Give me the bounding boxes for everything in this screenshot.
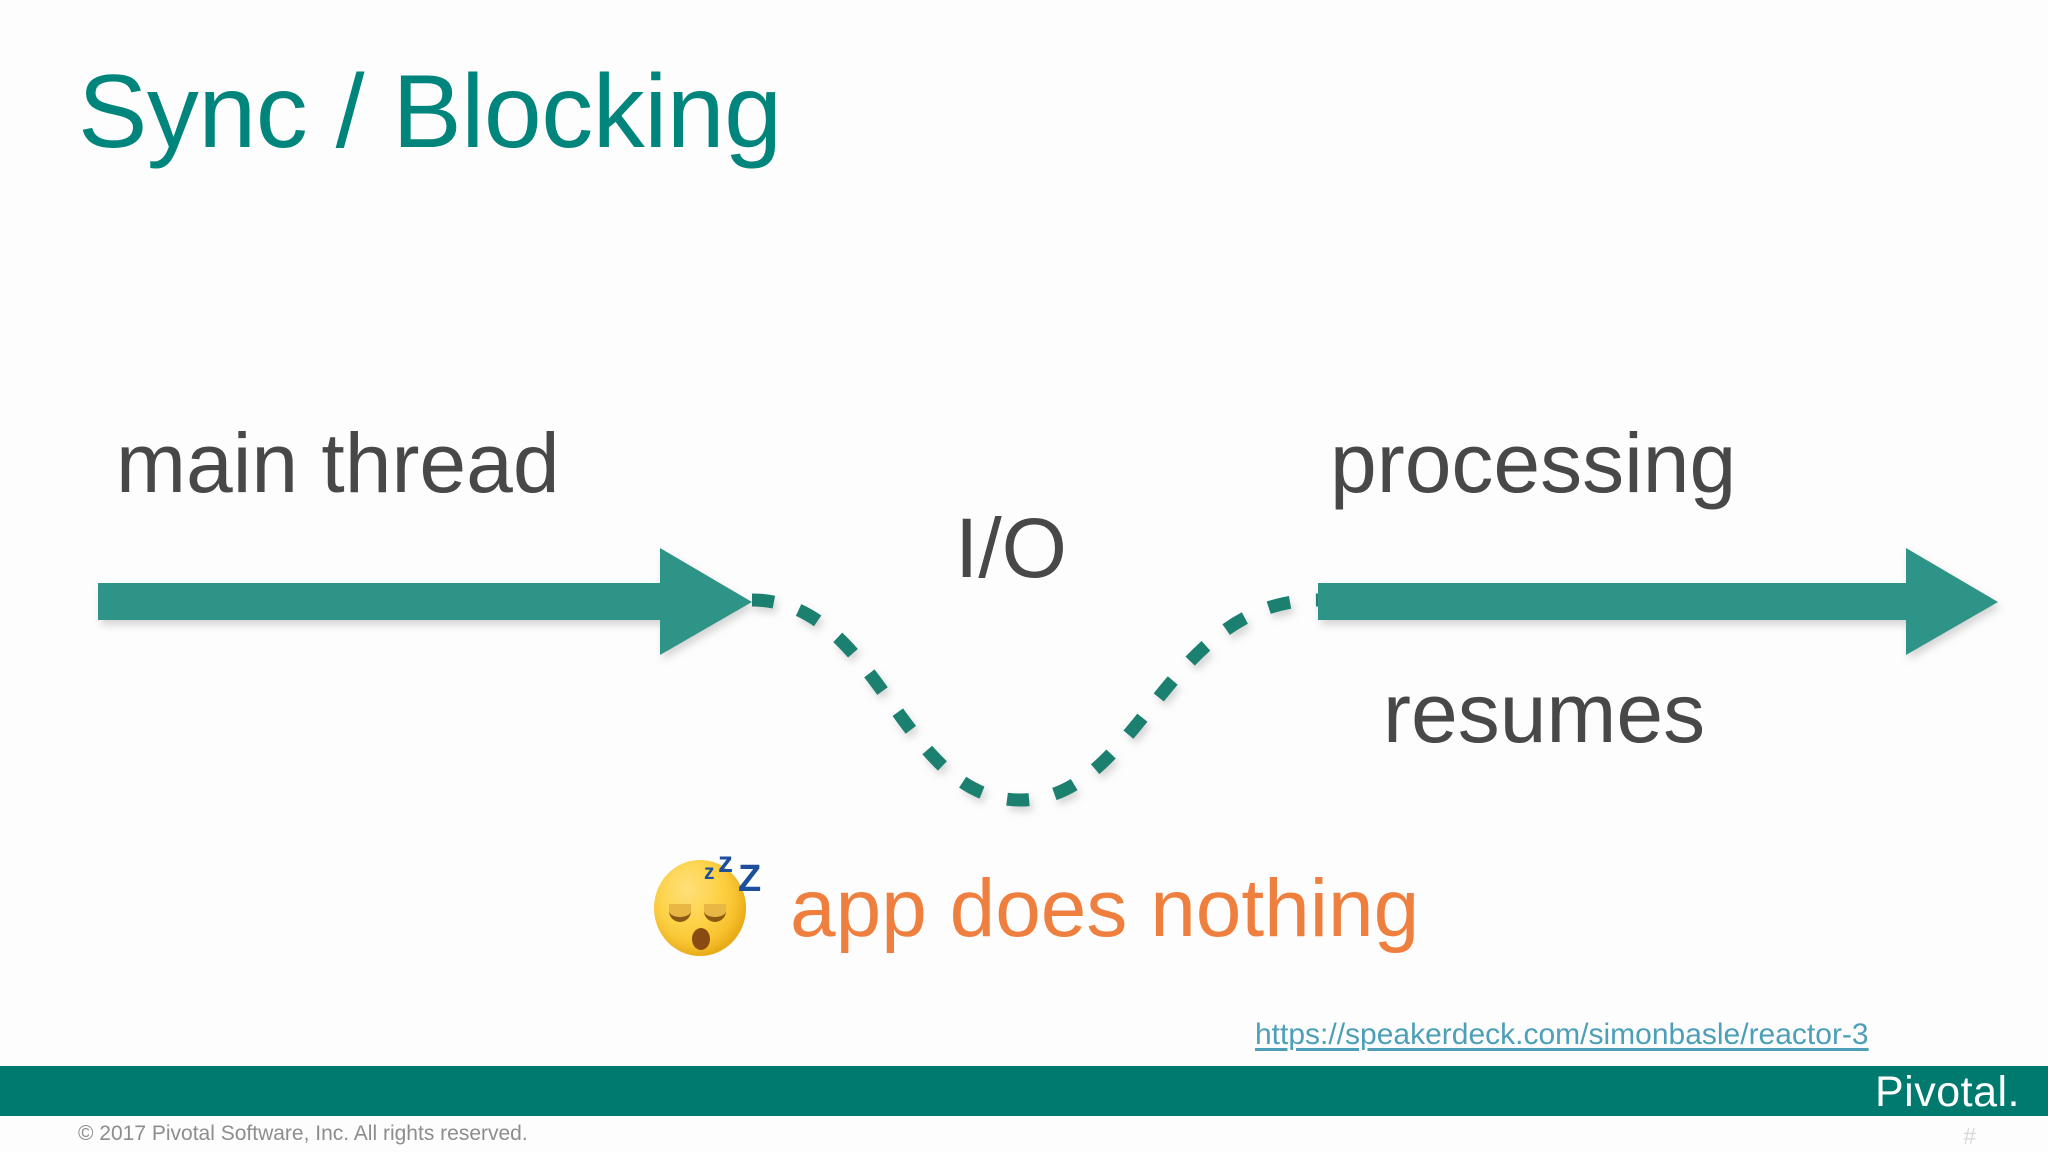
processing-resumes-arrow-icon: [1318, 548, 1998, 655]
label-app-does-nothing: app does nothing: [790, 863, 1420, 954]
emoji-z-large: Z: [738, 858, 761, 900]
label-io: I/O: [955, 501, 1068, 595]
main-thread-arrow-icon: [98, 548, 752, 655]
emoji-z-small: z: [704, 861, 714, 884]
label-main-thread: main thread: [116, 416, 560, 510]
sleeping-face-emoji: z z Z: [648, 838, 761, 956]
io-wait-dashed-curve-icon: [751, 593, 1319, 807]
page-title: Sync / Blocking: [78, 54, 782, 170]
pivotal-logo: Pivotal.: [1874, 1068, 2020, 1116]
emoji-mouth-icon: [692, 928, 710, 950]
slide-number: #: [1963, 1123, 1976, 1149]
copyright-text: © 2017 Pivotal Software, Inc. All rights…: [78, 1122, 528, 1145]
emoji-eye-left-icon: [669, 904, 691, 922]
footer-bar: Pivotal.: [0, 1066, 2048, 1116]
emoji-z-medium: z: [718, 846, 733, 879]
emoji-face-shape: [654, 860, 746, 956]
label-processing: processing: [1330, 416, 1737, 510]
label-resumes: resumes: [1383, 666, 1706, 760]
emoji-eye-right-icon: [704, 904, 726, 922]
source-link[interactable]: https://speakerdeck.com/simonbasle/react…: [1255, 1018, 1869, 1051]
